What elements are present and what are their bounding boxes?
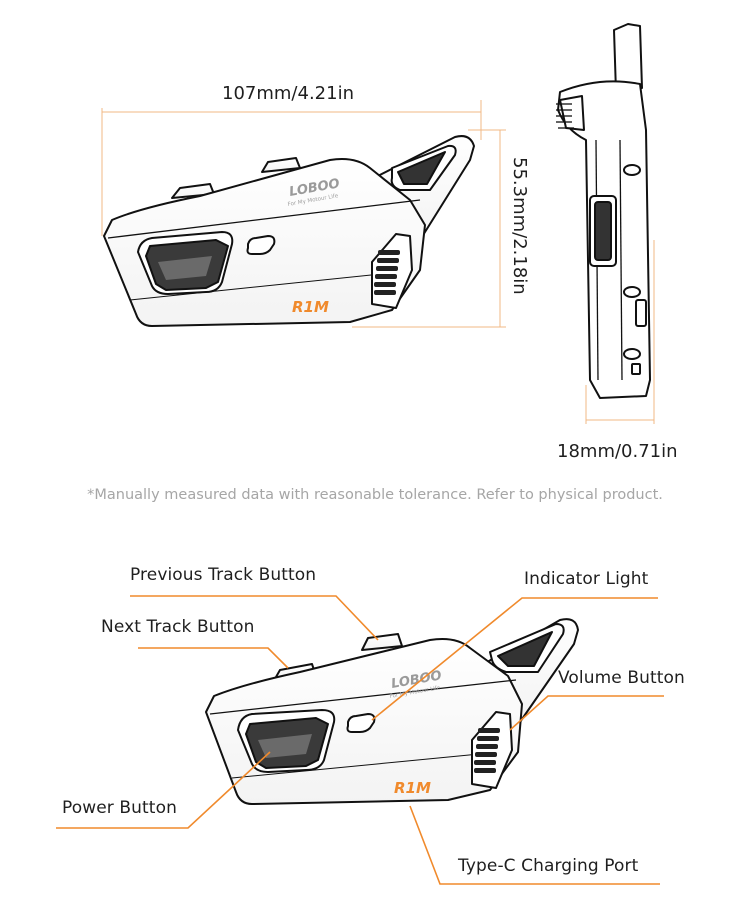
label-volume: Volume Button (558, 668, 685, 688)
leader-lines (56, 595, 664, 885)
side-view-device (556, 23, 651, 399)
dimension-lines (101, 100, 655, 424)
front-model-mark: R1M (292, 298, 329, 316)
label-next-track: Next Track Button (101, 617, 255, 637)
label-indicator-light: Indicator Light (524, 569, 649, 589)
front-view-device (103, 135, 475, 327)
measurement-note: *Manually measured data with reasonable … (87, 487, 663, 503)
callout-view-device (205, 618, 579, 805)
length-dimension: 107mm/4.21in (222, 83, 354, 104)
thickness-dimension: 18mm/0.71in (557, 441, 678, 462)
label-previous-track: Previous Track Button (130, 565, 317, 585)
callout-model-mark: R1M (394, 779, 431, 797)
height-dimension: 55.3mm/2.18in (509, 157, 530, 295)
label-power: Power Button (62, 798, 177, 818)
label-charging-port: Type-C Charging Port (458, 856, 639, 876)
